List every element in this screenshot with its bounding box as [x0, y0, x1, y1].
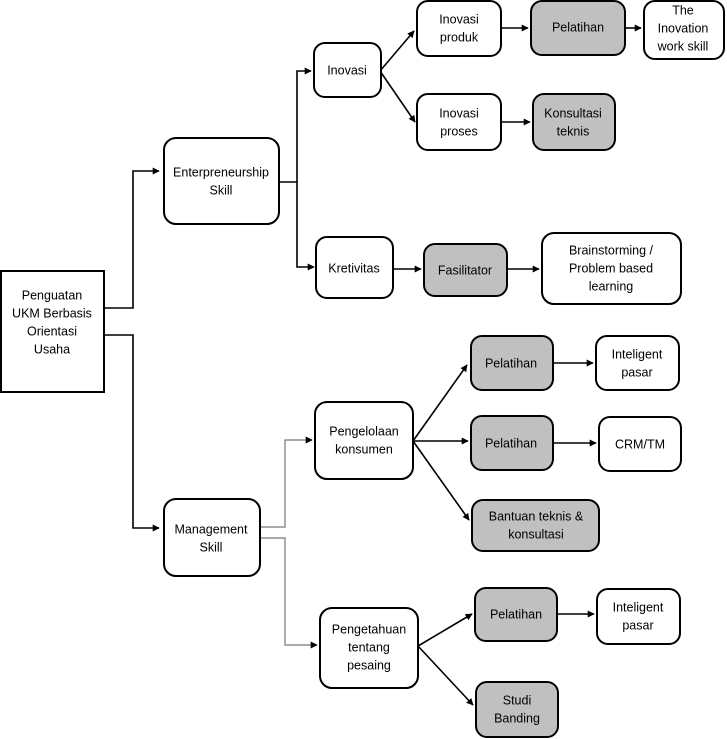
label-line: Penguatan: [22, 289, 83, 303]
edge-management-pengetahuan: [260, 537, 318, 649]
label-line: Inteligent: [612, 348, 663, 362]
edge-entrepreneurship-inovasi: [279, 67, 312, 183]
node-pelatihan-2: Pelatihan: [470, 335, 554, 391]
node-fasilitator: Fasilitator: [423, 243, 508, 297]
label-line: Kretivitas: [328, 262, 379, 276]
edge-pengelolaan-bantuan: [412, 440, 470, 521]
edge-management-pengelolaan: [260, 436, 313, 528]
label-line: CRM/TM: [615, 438, 665, 452]
node-bantuan-teknis-label: Bantuan teknis & konsultasi: [489, 510, 584, 542]
label-line: work skill: [657, 40, 709, 54]
node-pengelolaan-konsumen: Pengelolaan konsumen: [314, 401, 414, 480]
label-line: pasar: [622, 619, 653, 633]
node-kretivitas: Kretivitas: [315, 236, 394, 299]
label-line: learning: [589, 280, 634, 294]
label-line: Management: [175, 523, 248, 537]
label-line: Inteligent: [613, 601, 664, 615]
label-line: produk: [440, 31, 479, 45]
label-line: Orientasi: [27, 325, 77, 339]
label-line: proses: [440, 125, 478, 139]
node-pelatihan-3: Pelatihan: [470, 415, 554, 471]
edge-inovasi-produk: [379, 30, 415, 72]
node-inteligent-pasar-2: Inteligent pasar: [596, 588, 681, 645]
label-line: Inovation: [658, 22, 709, 36]
label-line: Inovasi: [327, 64, 367, 78]
edge-entrepreneurship-kretivitas: [296, 182, 315, 271]
label-line: Problem based: [569, 262, 653, 276]
label-line: Pelatihan: [490, 608, 542, 622]
label-line: Usaha: [34, 343, 70, 357]
label-line: Pengetahuan: [332, 623, 406, 637]
node-pelatihan-4: Pelatihan: [474, 587, 558, 642]
node-inteligent-pasar-1: Inteligent pasar: [595, 335, 680, 391]
label-line: Bantuan teknis &: [489, 510, 584, 524]
label-line: Pengelolaan: [329, 425, 399, 439]
label-line: tentang: [348, 641, 390, 655]
node-inovasi: Inovasi: [313, 42, 382, 98]
edge-inovasi-proses: [379, 70, 416, 123]
node-brainstorming-label: Brainstorming / Problem based learning: [569, 244, 654, 294]
label-line: Brainstorming /: [569, 244, 654, 258]
node-bantuan-teknis: Bantuan teknis & konsultasi: [471, 499, 600, 552]
edges: [104, 24, 642, 706]
label-line: Banding: [494, 712, 540, 726]
node-inovasi-label: Inovasi: [327, 64, 367, 78]
label-line: teknis: [557, 125, 590, 139]
node-pelatihan-1: Pelatihan: [530, 0, 626, 56]
node-brainstorming: Brainstorming / Problem based learning: [541, 232, 682, 305]
node-inteligent-pasar-2-label: Inteligent pasar: [613, 601, 664, 633]
node-crm-tm: CRM/TM: [598, 416, 682, 472]
node-inovasi-produk-label: Inovasi produk: [439, 13, 479, 45]
node-pengelolaan-konsumen-label: Pengelolaan konsumen: [329, 425, 399, 457]
edge-pengetahuan-pelatihan4: [417, 613, 473, 647]
label-line: pesaing: [347, 659, 391, 673]
label-line: konsultasi: [508, 528, 564, 542]
label-line: Pelatihan: [485, 437, 537, 451]
label-line: Konsultasi: [544, 107, 602, 121]
label-line: Fasilitator: [438, 264, 492, 278]
node-crm-tm-label: CRM/TM: [615, 438, 665, 452]
label-line: Skill: [200, 541, 223, 555]
label-line: Enterpreneurship: [173, 166, 269, 180]
node-pelatihan-4-label: Pelatihan: [490, 608, 542, 622]
node-inovasi-proses: Inovasi proses: [416, 93, 502, 151]
edge-root-entrepreneurship: [104, 167, 160, 309]
node-pengetahuan-pesaing: Pengetahuan tentang pesaing: [319, 607, 419, 689]
node-pelatihan-1-label: Pelatihan: [552, 21, 604, 35]
edge-root-management: [104, 334, 160, 532]
node-pelatihan-2-label: Pelatihan: [485, 357, 537, 371]
edge-pengetahuan-studi: [417, 645, 474, 706]
label-line: pasar: [621, 366, 652, 380]
label-line: Inovasi: [439, 13, 479, 27]
node-pelatihan-3-label: Pelatihan: [485, 437, 537, 451]
label-line: UKM Berbasis: [12, 307, 92, 321]
node-inovasi-produk: Inovasi produk: [416, 0, 502, 57]
label-line: Inovasi: [439, 107, 479, 121]
label-line: Pelatihan: [485, 357, 537, 371]
label-line: Pelatihan: [552, 21, 604, 35]
edge-pengelolaan-pelatihan2: [412, 364, 468, 442]
node-fasilitator-label: Fasilitator: [438, 264, 492, 278]
node-konsultasi-teknis: Konsultasi teknis: [532, 93, 616, 151]
node-inovasi-proses-label: Inovasi proses: [439, 107, 479, 139]
node-inteligent-pasar-1-label: Inteligent pasar: [612, 348, 663, 380]
node-kretivitas-label: Kretivitas: [328, 262, 379, 276]
label-line: konsumen: [335, 443, 393, 457]
node-konsultasi-teknis-label: Konsultasi teknis: [544, 107, 602, 139]
label-line: The: [672, 4, 694, 18]
label-line: Skill: [210, 184, 233, 198]
label-line: Studi: [503, 694, 532, 708]
node-pengetahuan-pesaing-label: Pengetahuan tentang pesaing: [332, 623, 406, 673]
